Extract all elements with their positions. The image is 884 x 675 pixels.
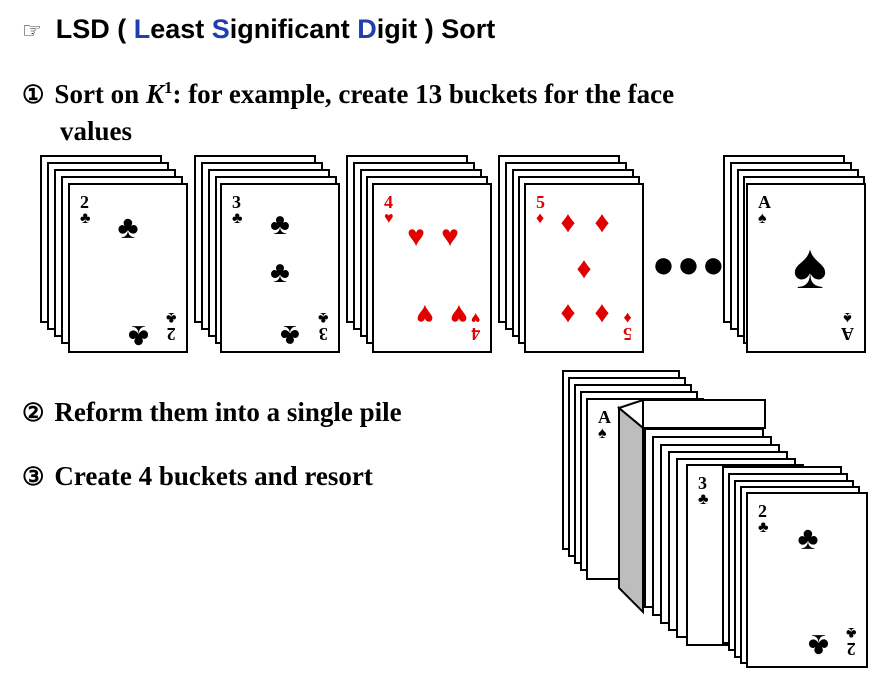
rank-label: 2	[80, 192, 89, 212]
club-icon: ♣	[758, 519, 769, 536]
ellipsis-dots: ●●●	[652, 244, 727, 286]
club-icon: ♣	[317, 309, 329, 326]
club-icon: ♣	[845, 624, 857, 641]
card-face: 4 ♥ ♥ ♥ ♥ ♥ 4 ♥	[372, 183, 492, 353]
diamond-icon: ♦	[560, 296, 576, 329]
heart-icon: ♥	[450, 298, 468, 331]
heart-icon: ♥	[384, 210, 394, 227]
spade-icon: ♠	[758, 210, 767, 227]
card-face-two: 2 ♣ ♣ ♣ 2 ♣	[746, 492, 868, 668]
heart-icon: ♥	[407, 220, 425, 253]
club-icon: ♣	[128, 319, 149, 355]
slide-title: ☞LSD ( Least Significant Digit ) Sort	[22, 14, 496, 44]
card-face: 3 ♣ ♣ ♣ ♣ 3 ♣	[220, 183, 340, 353]
club-icon: ♣	[270, 256, 290, 289]
rank-label: 4	[384, 192, 393, 212]
spade-icon: ♠	[793, 231, 827, 302]
club-icon: ♣	[698, 491, 709, 508]
heart-icon: ♥	[470, 309, 481, 326]
diamond-icon: ♦	[576, 252, 592, 285]
club-icon: ♣	[797, 520, 819, 556]
corner-index-inverted: A ♠	[841, 309, 854, 344]
heart-icon: ♥	[441, 220, 459, 253]
spade-icon: ♠	[598, 425, 607, 442]
club-icon: ♣	[232, 210, 243, 227]
club-icon: ♣	[80, 210, 91, 227]
rank-label: 5	[536, 192, 545, 212]
spade-icon: ♠	[843, 309, 852, 326]
card-face: 5 ♦ ♦ ♦ ♦ ♦ ♦ 5 ♦	[524, 183, 644, 353]
corner-index-inverted: 2 ♣	[845, 624, 857, 659]
corner-index-inverted: 5 ♦	[623, 309, 632, 344]
club-icon: ♣	[270, 208, 290, 241]
card-block-3d	[616, 399, 766, 615]
step-1-continuation: values	[60, 116, 133, 146]
heart-icon: ♥	[416, 298, 434, 331]
corner-index-inverted: 3 ♣	[317, 309, 329, 344]
diamond-icon: ♦	[536, 210, 545, 227]
card-face: 2 ♣ ♣ ♣ 2 ♣	[68, 183, 188, 355]
rank-label: A	[758, 192, 771, 212]
club-icon: ♣	[117, 209, 139, 245]
card-face: A ♠ ♠ A ♠	[746, 183, 866, 353]
rank-label: 2	[758, 501, 767, 521]
diamond-icon: ♦	[594, 296, 610, 329]
diamond-icon: ♦	[623, 309, 632, 326]
rank-label: 3	[232, 192, 241, 212]
rank-label: 3	[698, 473, 707, 493]
diamond-icon: ♦	[560, 206, 576, 239]
pointing-hand-icon: ☞	[22, 18, 42, 43]
corner-index-inverted: 4 ♥	[470, 309, 481, 344]
club-icon: ♣	[808, 628, 829, 664]
club-icon: ♣	[165, 309, 177, 326]
corner-index-inverted: 2 ♣	[165, 309, 177, 344]
diamond-icon: ♦	[594, 206, 610, 239]
rank-label: A	[598, 407, 611, 427]
club-icon: ♣	[280, 319, 300, 352]
